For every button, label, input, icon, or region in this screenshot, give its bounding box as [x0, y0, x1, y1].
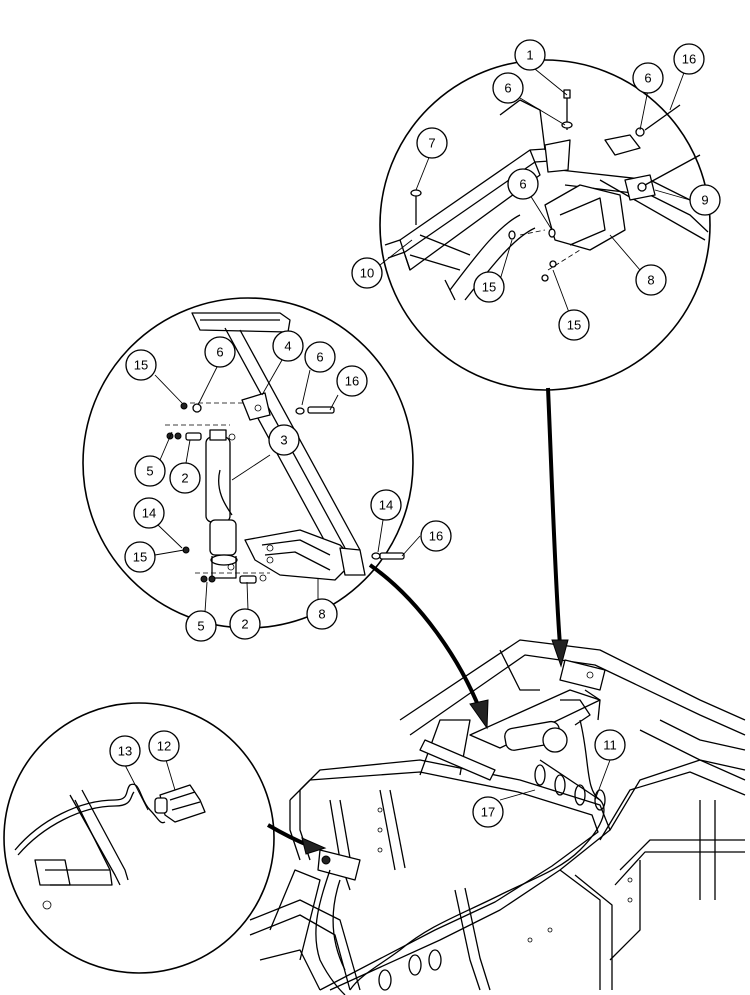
callouts-top: 1 16 6 6 7 6 9 10 15 8 15: [351, 39, 721, 341]
callout: 15: [124, 541, 156, 573]
callout: 16: [420, 520, 452, 552]
svg-text:4: 4: [284, 339, 291, 354]
callout: 15: [558, 309, 590, 341]
callout: 2: [169, 462, 201, 494]
svg-text:14: 14: [379, 498, 393, 513]
callout: 1: [514, 39, 546, 71]
callouts-main: 11 17: [472, 729, 626, 828]
svg-text:6: 6: [519, 177, 526, 192]
svg-text:6: 6: [644, 71, 651, 86]
svg-text:6: 6: [504, 81, 511, 96]
svg-text:17: 17: [481, 805, 495, 820]
callout: 11: [594, 729, 626, 761]
callout: 4: [272, 330, 304, 362]
svg-text:5: 5: [146, 464, 153, 479]
svg-text:7: 7: [428, 136, 435, 151]
svg-text:16: 16: [682, 52, 696, 67]
svg-text:12: 12: [157, 739, 171, 754]
actuator-assembly: [315, 659, 606, 995]
callout: 6: [632, 62, 664, 94]
callout: 15: [473, 271, 505, 303]
svg-text:15: 15: [567, 318, 581, 333]
svg-text:2: 2: [241, 617, 248, 632]
top-view-arrow: [546, 387, 562, 646]
callout: 16: [673, 43, 705, 75]
svg-text:11: 11: [603, 738, 617, 753]
connection-arrows: [266, 387, 569, 855]
callout: 6: [507, 168, 539, 200]
svg-text:16: 16: [345, 374, 359, 389]
svg-text:5: 5: [197, 619, 204, 634]
callout: 12: [148, 730, 180, 762]
svg-text:3: 3: [280, 433, 287, 448]
callout: 10: [351, 257, 383, 289]
callout: 6: [204, 336, 236, 368]
callout: 7: [416, 127, 448, 159]
svg-text:10: 10: [360, 266, 374, 281]
svg-text:15: 15: [482, 280, 496, 295]
svg-text:2: 2: [181, 471, 188, 486]
callout: 16: [336, 365, 368, 397]
svg-text:14: 14: [142, 506, 156, 521]
callouts-bottom-left: 13 12: [109, 730, 180, 767]
middle-detail-view: [82, 297, 414, 629]
callout: 15: [125, 349, 157, 381]
callout: 17: [472, 796, 504, 828]
svg-text:9: 9: [701, 193, 708, 208]
callout: 9: [689, 184, 721, 216]
top-detail-view: [379, 59, 711, 391]
callout: 6: [492, 72, 524, 104]
svg-text:15: 15: [133, 550, 147, 565]
svg-text:8: 8: [647, 273, 654, 288]
callout: 13: [109, 735, 141, 767]
callout: 14: [133, 497, 165, 529]
svg-text:13: 13: [118, 744, 132, 759]
callout: 5: [134, 455, 166, 487]
svg-text:8: 8: [318, 607, 325, 622]
svg-text:16: 16: [429, 529, 443, 544]
callout: 5: [185, 610, 217, 642]
callout: 6: [304, 341, 336, 373]
callouts-middle: 6 4 15 6 16 3 5 2 14 14 16 15 5 2 8: [124, 330, 452, 642]
svg-text:15: 15: [134, 358, 148, 373]
svg-text:6: 6: [316, 350, 323, 365]
svg-text:6: 6: [216, 345, 223, 360]
vehicle-frame: [249, 639, 746, 991]
svg-text:1: 1: [526, 48, 533, 63]
bottom-left-detail-view: [3, 702, 275, 974]
leader-lines: [124, 64, 691, 811]
callout: 3: [268, 424, 300, 456]
callout: 8: [306, 598, 338, 630]
callout: 14: [370, 489, 402, 521]
callout: 2: [229, 608, 261, 640]
callout: 8: [635, 264, 667, 296]
middle-view-arrow: [368, 563, 482, 711]
